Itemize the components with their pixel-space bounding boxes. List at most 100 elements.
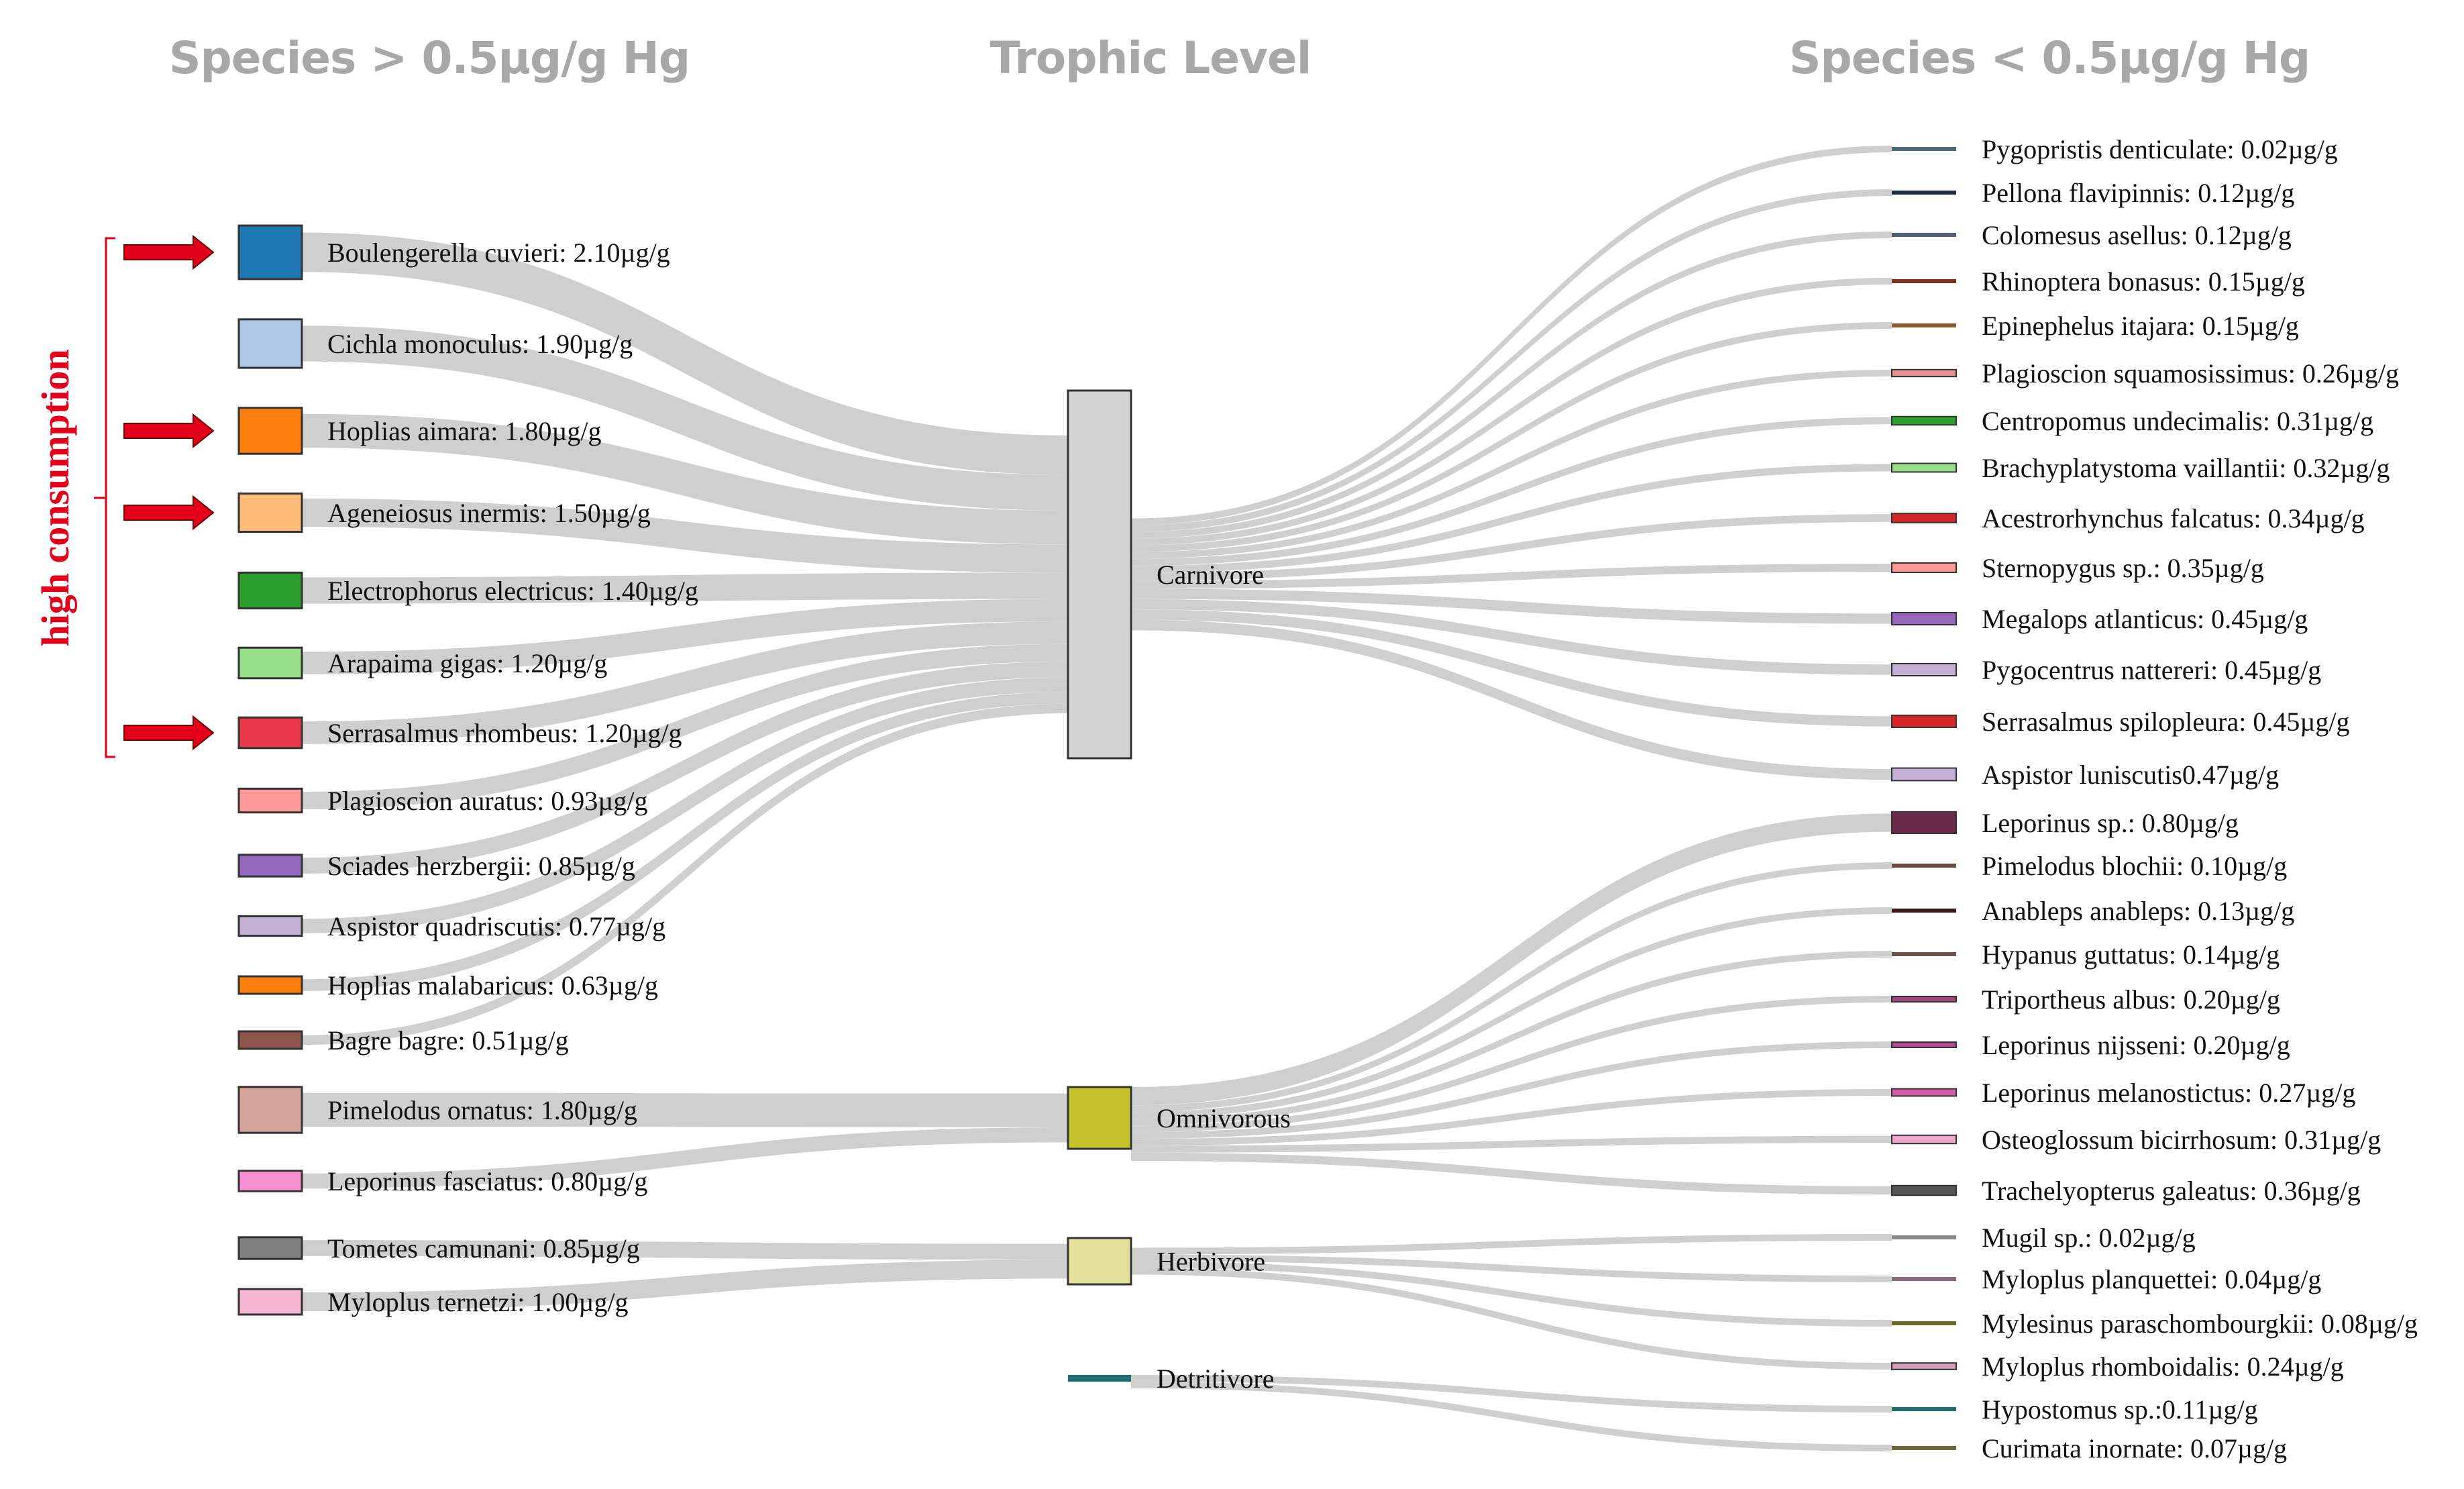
marker-leporinus-sp[interactable] [1891, 811, 1957, 834]
marker-centropomus-undecimalis[interactable] [1891, 415, 1957, 426]
link-leporinus-nijsseni [1131, 1041, 1892, 1139]
marker-pellona-flavipinnis[interactable] [1892, 191, 1956, 195]
label-hypostomus-sp: Hypostomus sp.:0.11µg/g [1982, 1394, 2258, 1425]
label-pimelodus-blochii: Pimelodus blochii: 0.10µg/g [1982, 851, 2287, 881]
label-curimata-inornate: Curimata inornate: 0.07µg/g [1982, 1433, 2287, 1464]
label-osteoglossum-bicirrhosum: Osteoglossum bicirrhosum: 0.31µg/g [1982, 1125, 2381, 1155]
marker-colomesus-asellus[interactable] [1892, 233, 1956, 237]
label-mylesinus-paraschombourgkii: Mylesinus paraschombourgkii: 0.08µg/g [1982, 1308, 2418, 1339]
label-bagre-bagre: Bagre bagre: 0.51µg/g [327, 1025, 569, 1056]
link-electrophorus-electricus [302, 572, 1068, 604]
node-bagre-bagre[interactable] [237, 1030, 303, 1050]
marker-leporinus-melanostictus[interactable] [1891, 1088, 1957, 1097]
link-pimelodus-ornatus [302, 1092, 1068, 1127]
marker-myloplus-planquettei[interactable] [1892, 1277, 1956, 1281]
marker-trachelyopterus-galeatus[interactable] [1891, 1184, 1957, 1196]
marker-hypanus-guttatus[interactable] [1892, 952, 1956, 956]
link-leporinus-sp [1131, 813, 1892, 1106]
marker-myloplus-rhomboidalis[interactable] [1891, 1362, 1957, 1370]
node-myloplus-ternetzi[interactable] [237, 1288, 303, 1316]
arrow-serrasalmus-rhombeus [123, 715, 215, 751]
label-serrasalmus-rhombeus: Serrasalmus rhombeus: 1.20µg/g [327, 718, 682, 748]
link-curimata-inornate [1131, 1382, 1892, 1451]
node-cichla-monoculus[interactable] [237, 318, 303, 369]
marker-mugil-sp[interactable] [1892, 1235, 1956, 1239]
node-boulengerella-cuvieri[interactable] [237, 224, 303, 280]
links-layer [302, 146, 1892, 1451]
link-pygopristis-denticulate [1131, 146, 1892, 525]
node-arapaima-gigas[interactable] [237, 646, 303, 680]
link-hypostomus-sp [1131, 1375, 1892, 1413]
marker-sternopygus-sp[interactable] [1891, 562, 1957, 573]
node-plagioscion-auratus[interactable] [237, 787, 303, 814]
node-serrasalmus-rhombeus[interactable] [237, 716, 303, 750]
node-sciades-herzbergii[interactable] [237, 854, 303, 878]
arrow-hoplias-aimara [123, 413, 215, 449]
marker-triportheus-albus[interactable] [1891, 996, 1957, 1003]
marker-rhinoptera-bonasus[interactable] [1892, 279, 1956, 283]
node-leporinus-fasciatus[interactable] [237, 1170, 303, 1192]
link-pygocentrus-nattereri [1131, 599, 1892, 675]
label-trachelyopterus-galeatus: Trachelyopterus galeatus: 0.36µg/g [1982, 1176, 2361, 1206]
marker-aspistor-luniscutis0-47-g-g[interactable] [1891, 767, 1957, 782]
link-tometes-camunani [302, 1240, 1068, 1260]
link-hypanus-guttatus [1131, 951, 1892, 1126]
label-hoplias-malabaricus: Hoplias malabaricus: 0.63µg/g [327, 970, 658, 1000]
label-leporinus-sp: Leporinus sp.: 0.80µg/g [1982, 808, 2239, 838]
link-pimelodus-blochii [1131, 862, 1892, 1113]
marker-curimata-inornate[interactable] [1892, 1446, 1956, 1450]
node-tometes-camunani[interactable] [237, 1236, 303, 1260]
marker-plagioscion-squamosissimus[interactable] [1891, 368, 1957, 378]
label-leporinus-melanostictus: Leporinus melanostictus: 0.27µg/g [1982, 1078, 2355, 1108]
label-omnivorous: Omnivorous [1157, 1103, 1291, 1133]
node-hoplias-aimara[interactable] [237, 407, 303, 455]
marker-serrasalmus-spilopleura[interactable] [1891, 715, 1957, 728]
marker-anableps-anableps[interactable] [1892, 909, 1956, 913]
node-pimelodus-ornatus[interactable] [237, 1086, 303, 1134]
node-electrophorus-electricus[interactable] [237, 571, 303, 610]
label-plagioscion-squamosissimus: Plagioscion squamosissimus: 0.26µg/g [1982, 358, 2399, 389]
marker-pygocentrus-nattereri[interactable] [1891, 663, 1957, 676]
marker-epinephelus-itajara[interactable] [1892, 323, 1956, 327]
label-sciades-herzbergii: Sciades herzbergii: 0.85µg/g [327, 851, 635, 881]
link-mugil-sp [1131, 1234, 1892, 1255]
link-hoplias-aimara [302, 413, 1068, 545]
marker-leporinus-nijsseni[interactable] [1891, 1041, 1957, 1048]
node-carnivore[interactable] [1067, 389, 1132, 760]
label-acestrorhynchus-falcatus: Acestrorhynchus falcatus: 0.34µg/g [1982, 503, 2365, 533]
label-boulengerella-cuvieri: Boulengerella cuvieri: 2.10µg/g [327, 238, 670, 268]
marker-hypostomus-sp[interactable] [1892, 1407, 1956, 1411]
link-myloplus-rhomboidalis [1131, 1268, 1892, 1370]
label-rhinoptera-bonasus: Rhinoptera bonasus: 0.15µg/g [1982, 266, 2305, 297]
link-leporinus-fasciatus [302, 1127, 1068, 1189]
header-left: Species > 0.5µg/g Hg [168, 32, 690, 84]
marker-brachyplatystoma-vaillantii[interactable] [1891, 462, 1957, 473]
label-sternopygus-sp: Sternopygus sp.: 0.35µg/g [1982, 553, 2264, 583]
link-serrasalmus-spilopleura [1131, 609, 1892, 727]
label-pygocentrus-nattereri: Pygocentrus nattereri: 0.45µg/g [1982, 655, 2321, 685]
link-myloplus-ternetzi [302, 1260, 1068, 1311]
label-epinephelus-itajara: Epinephelus itajara: 0.15µg/g [1982, 311, 2299, 341]
label-leporinus-nijsseni: Leporinus nijsseni: 0.20µg/g [1982, 1030, 2290, 1060]
link-cichla-monoculus [302, 325, 1068, 511]
node-aspistor-quadriscutis[interactable] [237, 915, 303, 937]
marker-acestrorhynchus-falcatus[interactable] [1891, 513, 1957, 523]
marker-pygopristis-denticulate[interactable] [1892, 147, 1956, 151]
node-ageneiosus-inermis[interactable] [237, 493, 303, 533]
arrow-boulengerella-cuvieri [123, 234, 215, 270]
label-pygopristis-denticulate: Pygopristis denticulate: 0.02µg/g [1982, 134, 2338, 164]
node-detritivore[interactable] [1068, 1375, 1131, 1382]
marker-osteoglossum-bicirrhosum[interactable] [1891, 1134, 1957, 1145]
label-hypanus-guttatus: Hypanus guttatus: 0.14µg/g [1982, 939, 2280, 970]
link-sternopygus-sp [1131, 564, 1892, 589]
node-hoplias-malabaricus[interactable] [237, 975, 303, 995]
marker-pimelodus-blochii[interactable] [1892, 864, 1956, 868]
node-omnivorous[interactable] [1067, 1086, 1132, 1150]
node-herbivore[interactable] [1067, 1237, 1132, 1286]
marker-megalops-atlanticus[interactable] [1891, 612, 1957, 625]
marker-mylesinus-paraschombourgkii[interactable] [1892, 1321, 1956, 1325]
link-centropomus-undecimalis [1131, 417, 1892, 566]
link-mylesinus-paraschombourgkii [1131, 1261, 1892, 1327]
label-mugil-sp: Mugil sp.: 0.02µg/g [1982, 1223, 2196, 1253]
link-plagioscion-squamosissimus [1131, 370, 1892, 559]
